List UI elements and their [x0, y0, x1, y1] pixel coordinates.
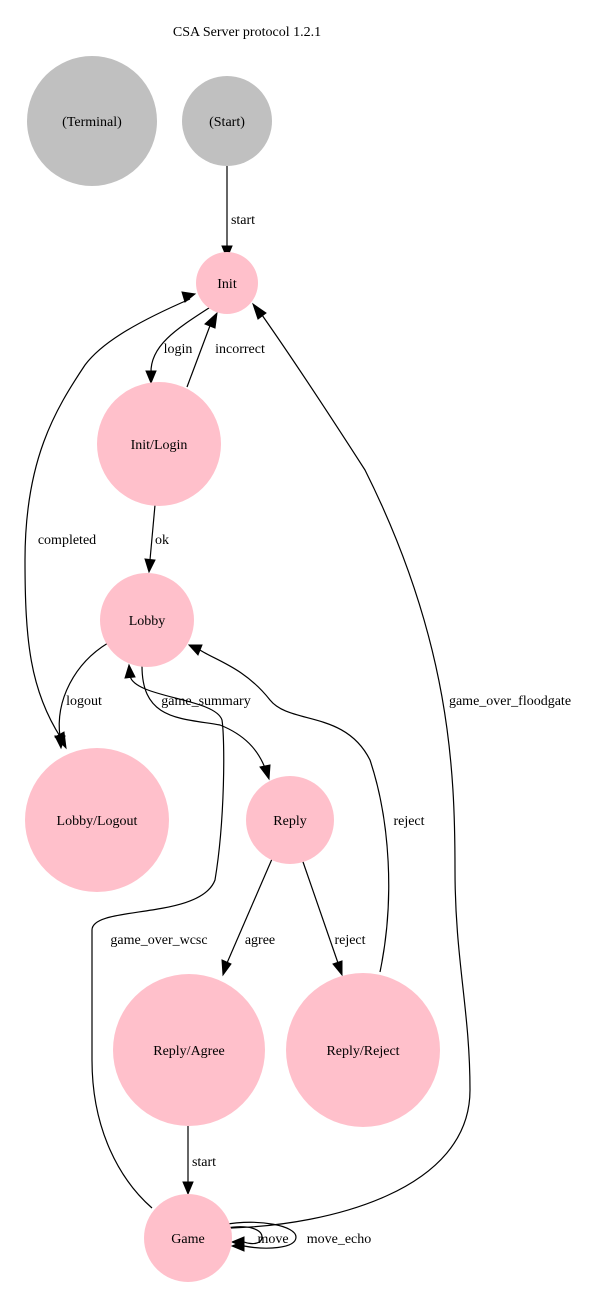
nodes: (Terminal) (Start) Init Init/Login Lobby…	[25, 56, 440, 1282]
node-terminal: (Terminal)	[27, 56, 157, 186]
edge-label-logout: logout	[66, 694, 102, 709]
node-game: Game	[144, 1194, 232, 1282]
edge-label-start: start	[231, 213, 255, 228]
node-game-label: Game	[171, 1232, 204, 1247]
node-init-login: Init/Login	[97, 382, 221, 506]
edge-label-agree: agree	[245, 933, 275, 948]
node-init-login-label: Init/Login	[131, 438, 188, 453]
node-terminal-label: (Terminal)	[62, 115, 122, 130]
edge-label-game-over-floodgate: game_over_floodgate	[449, 694, 571, 709]
node-lobby: Lobby	[100, 573, 194, 667]
node-reply-reject-label: Reply/Reject	[326, 1044, 399, 1059]
node-reply-agree: Reply/Agree	[113, 974, 265, 1126]
edge-label-completed: completed	[38, 533, 96, 548]
edge-label-move: move	[257, 1232, 288, 1247]
node-init: Init	[196, 252, 258, 314]
edge-label-incorrect: incorrect	[215, 342, 265, 357]
edge-label-reject-reply: reject	[334, 933, 365, 948]
node-start-label: (Start)	[209, 115, 245, 130]
edge-label-start-game: start	[192, 1155, 216, 1170]
edge-game-to-lobby: game_over_wcsc	[91, 663, 225, 1209]
edge-init-to-logout: completed	[24, 291, 197, 750]
node-lobby-logout: Lobby/Logout	[25, 748, 169, 892]
edge-label-reject-lobby: reject	[393, 814, 424, 829]
edge-game-move-echo-loop: move_echo	[221, 1221, 372, 1252]
edge-lobby-to-reply: game_summary	[141, 665, 271, 781]
edge-login-to-init: incorrect	[186, 311, 265, 388]
edge-login-to-lobby: ok	[144, 504, 169, 574]
edge-label-ok: ok	[155, 533, 169, 548]
edge-reply-to-reject: reject	[301, 858, 366, 977]
edge-game-to-init: game_over_floodgate	[230, 302, 571, 1229]
edge-reply-to-agree: agree	[221, 858, 275, 977]
edge-init-to-login: login	[145, 305, 213, 385]
node-lobby-logout-label: Lobby/Logout	[57, 814, 138, 829]
node-reply-reject: Reply/Reject	[286, 973, 440, 1127]
edge-lobby-to-logout: logout	[54, 642, 109, 750]
node-reply-agree-label: Reply/Agree	[153, 1044, 225, 1059]
edge-label-login: login	[164, 342, 193, 357]
edge-start-to-init: start	[221, 166, 255, 260]
node-reply: Reply	[246, 776, 334, 864]
edge-game-move-loop: move	[225, 1226, 289, 1248]
node-lobby-label: Lobby	[129, 614, 166, 629]
node-start: (Start)	[182, 76, 272, 166]
edge-label-game-summary: game_summary	[161, 694, 250, 709]
edge-reject-to-lobby: reject	[187, 644, 425, 973]
edge-label-move-echo: move_echo	[307, 1232, 372, 1247]
node-init-label: Init	[217, 277, 237, 292]
edge-label-game-over-wcsc: game_over_wcsc	[110, 933, 207, 948]
node-reply-label: Reply	[273, 814, 306, 829]
edges: start login incorrect ok completed	[24, 166, 571, 1252]
edge-agree-to-game: start	[182, 1126, 216, 1196]
diagram-title: CSA Server protocol 1.2.1	[173, 25, 321, 40]
